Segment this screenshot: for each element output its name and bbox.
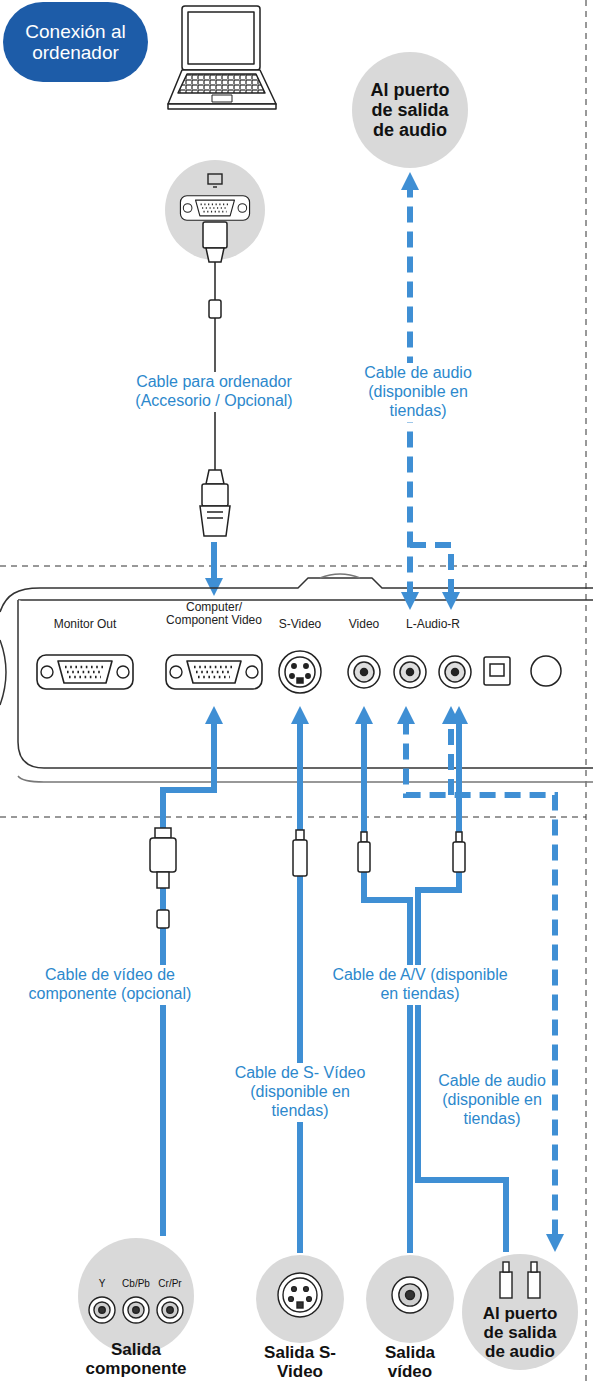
port-label: S-Video bbox=[272, 618, 328, 631]
port-caption: Salida S-Video bbox=[252, 1343, 348, 1381]
cable-label: Cable para ordenador (Accesorio / Opcion… bbox=[130, 372, 298, 412]
s-video-cable bbox=[297, 719, 303, 1253]
audio-output-circle: Al puerto de salida de audio bbox=[462, 1254, 578, 1382]
projector-port: Monitor Out bbox=[30, 612, 140, 704]
video-output: Salida vídeo bbox=[362, 1255, 458, 1384]
port-caption: Salida vídeo bbox=[362, 1343, 458, 1381]
audio-cable-branch bbox=[410, 545, 451, 597]
audio-cable-branch bbox=[448, 719, 454, 795]
projector-port: Computer/ Component Video bbox=[160, 598, 268, 704]
jack-label: Cr/Pr bbox=[150, 1278, 190, 1289]
jack-label: Y bbox=[90, 1278, 114, 1289]
projector-port: S-Video bbox=[272, 612, 328, 704]
audio-output-circle: Al puerto de salida de audio bbox=[350, 52, 470, 170]
port-label: L-Audio-R bbox=[388, 618, 478, 631]
s-video-output: Salida S-Video bbox=[252, 1255, 348, 1384]
section-title: Conexión al ordenador bbox=[3, 21, 148, 64]
cable-label: Cable de vídeo de componente (opcional) bbox=[14, 965, 206, 1005]
section-badge: Conexión al ordenador bbox=[3, 2, 148, 82]
cable-label: Cable de audio (disponible en tiendas) bbox=[434, 1071, 550, 1130]
cable-label: Cable de audio (disponible en tiendas) bbox=[348, 363, 488, 422]
port-caption: Al puerto de salida de audio bbox=[362, 80, 458, 140]
port-label: Monitor Out bbox=[30, 618, 140, 631]
cable-label: Cable de A/V (disponible en tiendas) bbox=[327, 965, 513, 1005]
component-output: YCb/PbCr/PrSalida componente bbox=[72, 1238, 200, 1384]
port-label: Video bbox=[338, 618, 390, 631]
port-caption: Al puerto de salida de audio bbox=[473, 1304, 567, 1361]
port-caption: Salida componente bbox=[72, 1340, 200, 1378]
jack-label: Cb/Pb bbox=[114, 1278, 158, 1289]
projector-port: Video bbox=[338, 612, 390, 704]
cable-label: Cable de S- Vídeo (disponible en tiendas… bbox=[231, 1063, 369, 1122]
port-label: Computer/ Component Video bbox=[160, 601, 268, 628]
projector-port: L-Audio-R bbox=[388, 612, 478, 704]
